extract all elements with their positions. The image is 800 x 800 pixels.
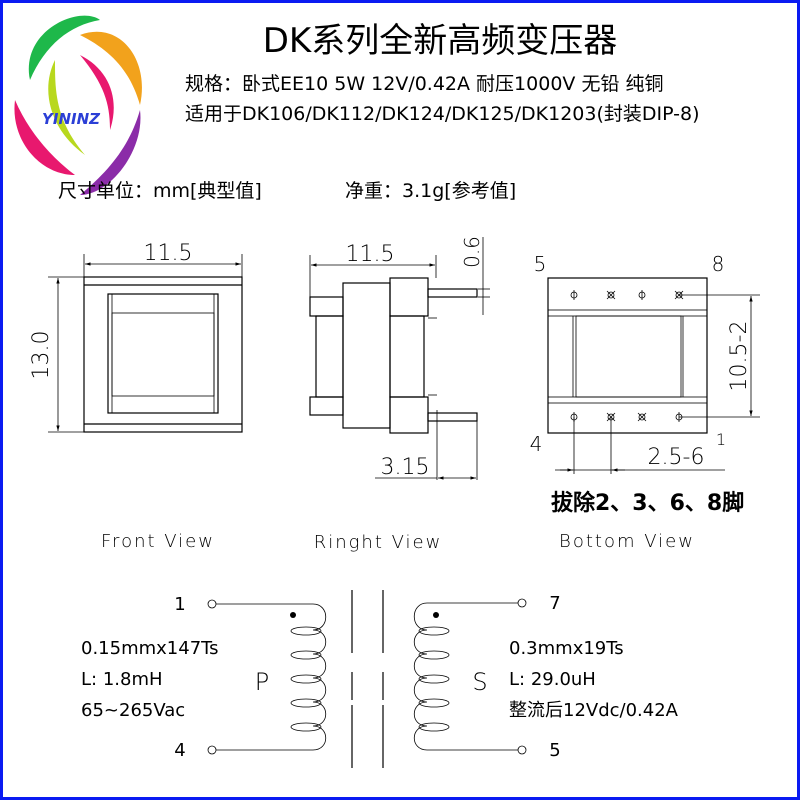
- applicable-models-line: 适用于DK106/DK112/DK124/DK125/DK1203(封装DIP-…: [185, 103, 700, 125]
- pin-thickness-dimension: 0.6: [460, 236, 484, 268]
- transformer-schematic: [207, 590, 527, 768]
- bottom-view-label: Bottom View: [559, 531, 695, 552]
- pin-length-dimension: 3.15: [381, 455, 430, 480]
- right-width-dimension: 11.5: [346, 242, 395, 267]
- brand-logo: YININZ: [14, 15, 142, 195]
- secondary-wire-spec: 0.3mmx19Ts: [509, 638, 624, 659]
- bottom-view-drawing: [547, 277, 760, 474]
- row-spacing-dimension: 10.5-2: [727, 321, 752, 392]
- primary-inductance: L: 1.8mH: [81, 669, 163, 690]
- primary-input-voltage: 65~265Vac: [81, 700, 185, 721]
- pin-mark-row-top: [570, 290, 684, 300]
- net-weight: 净重：3.1g[参考值]: [345, 180, 516, 202]
- pin-mark-row-bottom: [570, 412, 683, 422]
- front-height-dimension: 13.0: [29, 331, 54, 380]
- right-view-drawing: [309, 237, 490, 480]
- secondary-inductance: L: 29.0uH: [509, 669, 596, 690]
- pin-1-terminal: [207, 599, 217, 609]
- pin-7-terminal: [517, 598, 527, 608]
- secondary-output: 整流后12Vdc/0.42A: [509, 700, 679, 721]
- dimension-units: 尺寸单位：mm[典型值]: [58, 180, 262, 202]
- pin-4-terminal: [207, 745, 217, 755]
- page-title: DK系列全新高频变压器: [263, 21, 617, 61]
- front-view-label: Front View: [101, 531, 215, 552]
- primary-wire-spec: 0.15mmx147Ts: [81, 638, 219, 659]
- pin-pitch-dimension: 2.5-6: [648, 445, 705, 470]
- secondary-symbol: S: [472, 668, 487, 696]
- secondary-pin-top-label: 7: [549, 593, 560, 614]
- secondary-winding: [413, 598, 527, 755]
- primary-symbol: P: [255, 668, 269, 696]
- removed-pins-note: 拔除2、3、6、8脚: [551, 490, 744, 516]
- pin-5-terminal: [517, 745, 527, 755]
- primary-polarity-dot: [290, 612, 296, 618]
- front-view-drawing: [48, 254, 243, 433]
- primary-pin-bottom-label: 4: [174, 740, 185, 761]
- secondary-pin-bottom-label: 5: [549, 740, 560, 761]
- logo-text: YININZ: [42, 110, 101, 128]
- right-view-label: Ringht View: [314, 532, 443, 553]
- primary-pin-top-label: 1: [174, 594, 185, 615]
- pin-label-8: 8: [712, 252, 725, 276]
- pin-label-4: 4: [530, 432, 543, 456]
- primary-winding: [207, 599, 327, 755]
- secondary-polarity-dot: [433, 612, 439, 618]
- pin-label-1: 1: [716, 430, 726, 449]
- front-width-dimension: 11.5: [144, 241, 193, 266]
- pin-label-5: 5: [534, 252, 547, 276]
- core-lines: [351, 590, 384, 768]
- spec-line: 规格：卧式EE10 5W 12V/0.42A 耐压1000V 无铅 纯铜: [185, 73, 664, 95]
